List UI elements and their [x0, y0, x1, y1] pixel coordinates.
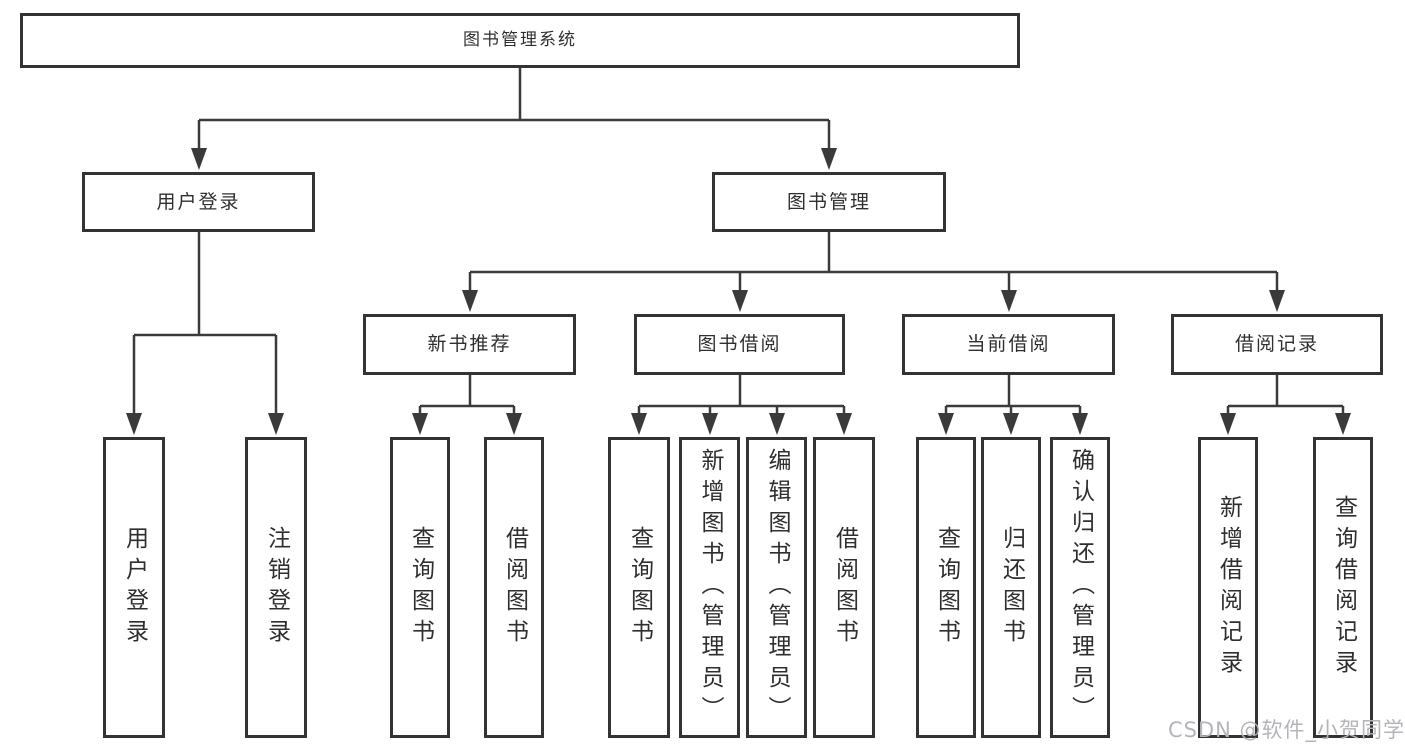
node-logout: 注销登录	[245, 437, 307, 738]
node-new-book-recommendation: 新书推荐	[363, 314, 576, 375]
arrowhead-down-icon	[126, 413, 142, 435]
arrowhead-down-icon	[191, 148, 207, 170]
node-add-books-admin: 新增图书（管理员）	[679, 437, 740, 738]
connector-new-book-recommendation-children	[412, 375, 522, 435]
node-label: 图书管理	[786, 190, 871, 213]
node-label: 图书管理系统	[463, 30, 577, 50]
connector-book-management-children	[462, 232, 1285, 312]
node-label: 图书借阅	[697, 333, 782, 355]
node-borrow-books-recommend: 借阅图书	[484, 437, 544, 738]
node-add-borrowing-record: 新增借阅记录	[1198, 437, 1258, 738]
arrowhead-down-icon	[1072, 413, 1088, 435]
connector-borrowing-records-children	[1220, 375, 1351, 435]
node-book-management: 图书管理	[712, 172, 946, 232]
node-user-login-group: 用户登录	[82, 172, 315, 232]
node-label: 用户登录	[121, 525, 148, 650]
node-user-login: 用户登录	[103, 437, 165, 738]
arrowhead-down-icon	[938, 413, 954, 435]
node-label: 新书推荐	[427, 333, 512, 355]
node-label: 查询图书	[626, 525, 653, 650]
node-label: 借阅图书	[831, 525, 858, 650]
arrowhead-down-icon	[631, 413, 647, 435]
arrowhead-down-icon	[1003, 413, 1019, 435]
node-label: 借阅图书	[501, 525, 528, 650]
node-label: 新增借阅记录	[1215, 494, 1242, 681]
node-query-books-recommend: 查询图书	[390, 437, 450, 738]
arrowhead-down-icon	[462, 290, 478, 312]
node-borrow-books: 借阅图书	[813, 437, 875, 738]
node-label: 新增图书（管理员）	[697, 448, 723, 727]
node-label: 编辑图书（管理员）	[764, 448, 790, 727]
connector-book-borrowing-children	[631, 375, 852, 435]
node-label: 查询图书	[407, 525, 434, 650]
node-label: 借阅记录	[1234, 333, 1319, 355]
node-borrowing-records: 借阅记录	[1171, 314, 1383, 375]
node-label: 注销登录	[263, 525, 290, 650]
arrowhead-down-icon	[769, 413, 785, 435]
connector-user-login-children	[126, 232, 284, 435]
arrowhead-down-icon	[1001, 290, 1017, 312]
node-library-management-system: 图书管理系统	[20, 13, 1020, 68]
node-query-books-borrowing: 查询图书	[608, 437, 670, 738]
arrowhead-down-icon	[732, 290, 748, 312]
node-label: 当前借阅	[966, 333, 1051, 355]
node-book-borrowing: 图书借阅	[634, 314, 845, 375]
arrowhead-down-icon	[412, 413, 428, 435]
arrowhead-down-icon	[702, 413, 718, 435]
arrowhead-down-icon	[268, 413, 284, 435]
arrowhead-down-icon	[1220, 413, 1236, 435]
node-return-books: 归还图书	[981, 437, 1041, 738]
node-query-books-current: 查询图书	[916, 437, 976, 738]
arrowhead-down-icon	[1269, 290, 1285, 312]
node-edit-books-admin: 编辑图书（管理员）	[746, 437, 807, 738]
node-label: 查询借阅记录	[1330, 494, 1357, 681]
arrowhead-down-icon	[821, 148, 837, 170]
node-label: 确认归还（管理员）	[1067, 448, 1094, 727]
node-confirm-return-admin: 确认归还（管理员）	[1050, 437, 1110, 738]
node-query-borrowing-record: 查询借阅记录	[1313, 437, 1373, 738]
arrowhead-down-icon	[506, 413, 522, 435]
node-label: 查询图书	[933, 525, 960, 650]
node-current-borrowing: 当前借阅	[902, 314, 1115, 375]
arrowhead-down-icon	[1335, 413, 1351, 435]
node-label: 归还图书	[998, 525, 1025, 650]
csdn-watermark: CSDN @软件_小贺同学	[1168, 718, 1405, 742]
arrowhead-down-icon	[836, 413, 852, 435]
node-label: 用户登录	[156, 190, 241, 213]
connector-current-borrowing-children	[938, 375, 1088, 435]
connector-root-to-level2	[191, 68, 837, 170]
